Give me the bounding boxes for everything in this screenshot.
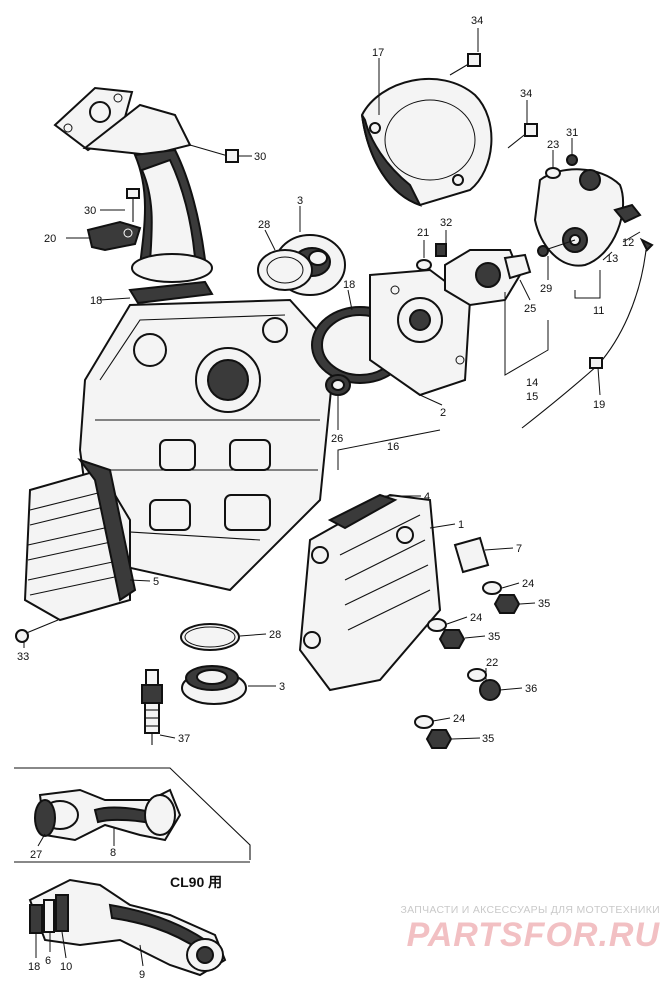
manifold-9 <box>28 878 227 977</box>
cylinder-head <box>78 298 337 592</box>
callout-27: 27 <box>30 849 42 861</box>
clip-7 <box>453 536 490 574</box>
cap-3-lower <box>181 665 247 705</box>
head-cover-1 <box>298 493 442 692</box>
bolt-33 <box>15 619 59 643</box>
leader-lines <box>23 28 641 967</box>
callout-14: 14 <box>526 377 538 389</box>
manifold-8 <box>38 788 182 842</box>
callout-6: 6 <box>45 955 51 967</box>
bolt-30-lower <box>126 188 140 222</box>
cam-29 <box>537 239 576 257</box>
callout-25: 25 <box>524 303 536 315</box>
callout-20: 20 <box>44 233 56 245</box>
callout-labels: 34 17 34 31 23 30 3 28 30 20 21 32 12 13… <box>17 15 634 981</box>
gasket-18-intake <box>128 280 214 305</box>
callout-3-upper: 3 <box>297 195 303 207</box>
spring-12 <box>613 203 654 252</box>
callout-36: 36 <box>525 683 537 695</box>
cap-17 <box>360 77 493 207</box>
washer-24-a <box>482 581 502 595</box>
callout-11: 11 <box>593 305 604 317</box>
callout-10: 10 <box>60 961 72 973</box>
callout-24-c: 24 <box>453 713 465 725</box>
callout-12: 12 <box>622 237 634 249</box>
watermark-tagline: ЗАПЧАСТИ И АКСЕССУАРЫ ДЛЯ МОТОТЕХНИКИ <box>400 904 660 916</box>
callout-24-a: 24 <box>522 578 534 590</box>
watermark-brand-logo[interactable]: PARTSFOR.RU <box>406 916 660 954</box>
callout-4: 4 <box>424 491 430 503</box>
callout-35-c: 35 <box>482 733 494 745</box>
callout-35-a: 35 <box>538 598 550 610</box>
callout-32: 32 <box>440 217 452 229</box>
gasket-27 <box>34 799 56 837</box>
callout-33: 33 <box>17 651 29 663</box>
bolt-32 <box>435 243 447 257</box>
variant-inset <box>14 767 251 977</box>
callout-37: 37 <box>178 733 190 745</box>
washer-24-b <box>427 618 447 632</box>
callout-28-lower: 28 <box>269 629 281 641</box>
spacer-6 <box>43 899 55 933</box>
side-cover-5 <box>23 458 137 622</box>
callout-34-upper: 34 <box>471 15 483 27</box>
callout-24-b: 24 <box>470 612 482 624</box>
bracket-20 <box>86 220 142 252</box>
callout-18-inset: 18 <box>28 961 40 973</box>
callout-9: 9 <box>139 969 145 981</box>
callout-16: 16 <box>387 441 399 453</box>
contact-breaker-11 <box>533 168 625 267</box>
callout-21: 21 <box>417 227 429 239</box>
o-ring-28-lower <box>180 623 240 651</box>
variant-label-cl90: CL90 用 <box>170 874 223 890</box>
callout-26: 26 <box>331 433 343 445</box>
bolt-34-lower <box>507 123 538 149</box>
callout-1: 1 <box>458 519 464 531</box>
callout-31: 31 <box>566 127 578 139</box>
callout-8: 8 <box>110 847 116 859</box>
callout-5: 5 <box>153 576 159 588</box>
callout-29: 29 <box>540 283 552 295</box>
callout-34-lower: 34 <box>520 88 532 100</box>
callout-30-upper: 30 <box>254 151 266 163</box>
callout-19: 19 <box>593 399 605 411</box>
gear-housing-25 <box>444 249 532 307</box>
spark-plug-37 <box>141 669 163 745</box>
callout-22: 22 <box>486 657 498 669</box>
camshaft-holder-2 <box>369 268 472 397</box>
cap-nut-36 <box>479 679 501 701</box>
callout-2: 2 <box>440 407 446 419</box>
callout-15: 15 <box>526 391 538 403</box>
cable-19 <box>521 249 647 429</box>
callout-3-lower: 3 <box>279 681 285 693</box>
callout-17: 17 <box>372 47 384 59</box>
nut-35-b <box>438 629 466 649</box>
callout-30-lower: 30 <box>84 205 96 217</box>
washer-22 <box>467 668 487 682</box>
nut-35-c <box>425 729 453 749</box>
callout-13: 13 <box>606 253 618 265</box>
gasket-4 <box>327 493 398 530</box>
callout-18-intake: 18 <box>90 295 102 307</box>
bolt-30-upper <box>189 144 239 163</box>
screw-31 <box>566 154 578 166</box>
ring-28-upper <box>257 249 313 291</box>
oil-seal-26 <box>325 374 351 396</box>
callout-18-cam: 18 <box>343 279 355 291</box>
nut-35-a <box>493 594 521 614</box>
washer-21 <box>416 259 432 271</box>
callout-28-upper: 28 <box>258 219 270 231</box>
washer-24-c <box>414 715 434 729</box>
callout-23: 23 <box>547 139 559 151</box>
callout-35-b: 35 <box>488 631 500 643</box>
intake-manifold <box>53 86 213 283</box>
gasket-18-inset <box>29 904 43 934</box>
washer-23 <box>545 167 561 179</box>
callout-7: 7 <box>516 543 522 555</box>
insulator-10 <box>55 894 69 932</box>
bolt-34-upper <box>449 53 481 76</box>
